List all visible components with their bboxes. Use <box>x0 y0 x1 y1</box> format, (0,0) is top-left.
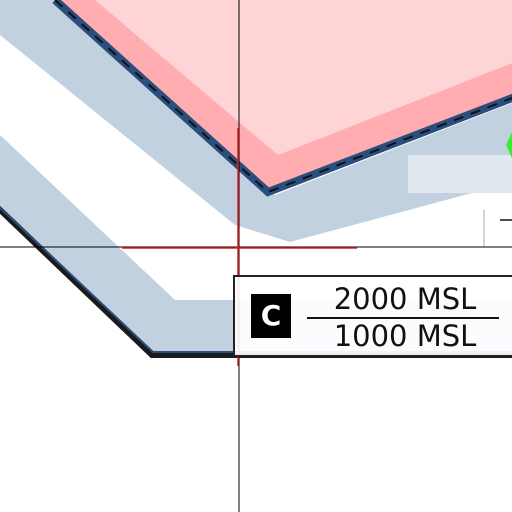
airspace-class-badge: C <box>251 294 291 338</box>
restricted-boundary-dashes <box>54 0 512 194</box>
airspace-label[interactable]: C 2000 MSL 1000 MSL <box>233 275 512 357</box>
light-patch <box>408 155 512 193</box>
airspace-ceiling-text: 2000 MSL <box>333 282 477 316</box>
airspace-floor-text: 1000 MSL <box>333 319 477 353</box>
altitude-divider <box>307 317 499 319</box>
green-arrow-icon[interactable] <box>506 132 512 158</box>
restricted-area-inner-fill <box>95 0 512 155</box>
